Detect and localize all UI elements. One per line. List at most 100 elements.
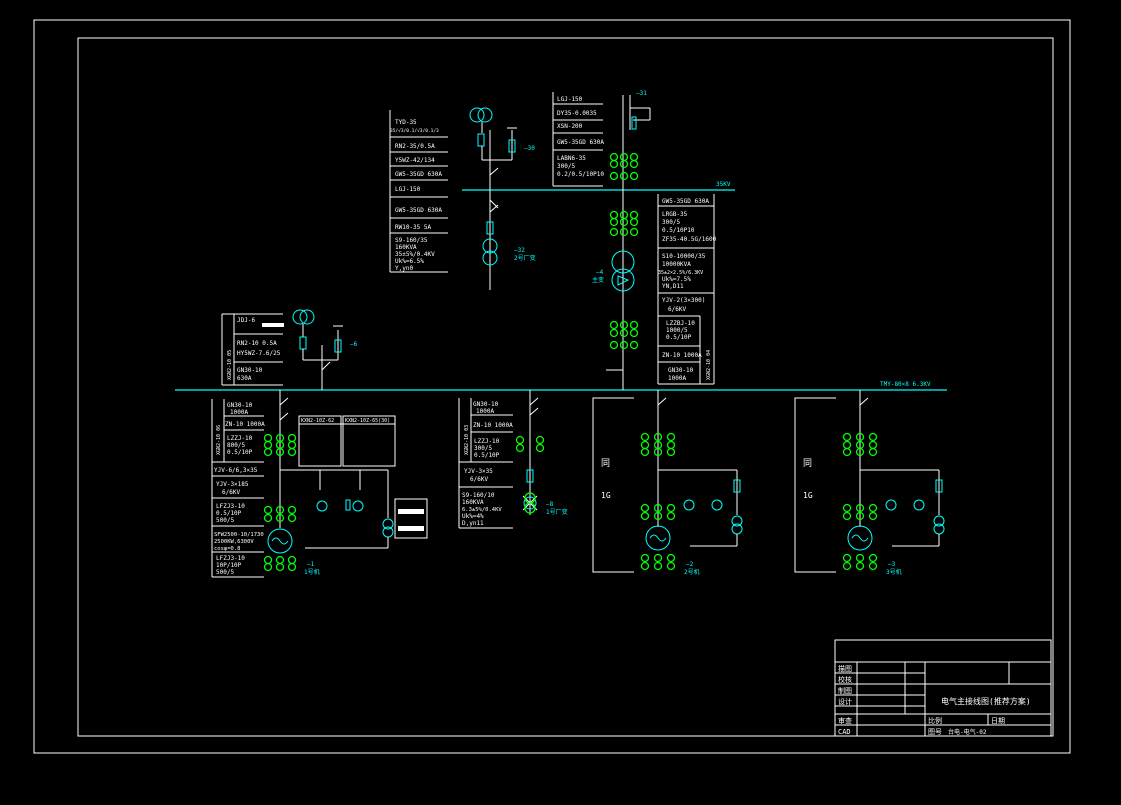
aux-tx-row: ZN-10 1000A xyxy=(473,422,513,429)
aux-tx-table: GN30-10 1000A ZN-10 1000A LZZJ-10 300/5 … xyxy=(458,398,513,529)
tag-31: —31 xyxy=(636,90,647,97)
tag-1: —1 xyxy=(307,561,315,568)
incoming-line xyxy=(622,95,651,190)
pt35-row: Y,yn0 xyxy=(395,265,413,272)
gen1-row: cosφ=0.8 xyxy=(214,546,241,552)
pt6-table: JDJ-6 RN2-10 0.5A HY5WZ-7.6/25 GN30-10 6… xyxy=(221,313,284,386)
incoming-row: LABN6-35 xyxy=(557,155,586,162)
gen2-sync-label: 同 xyxy=(601,458,610,469)
title-block: 描图 校核 制图 设计 审查 CAD 电气主接线图(推荐方案) 比例 日期 图号… xyxy=(834,639,1052,737)
gen1-cabinet: XGN2-10 06 xyxy=(216,425,222,455)
gen1-row: YJV-6/6,3×35 xyxy=(214,467,258,474)
pt6-branch xyxy=(292,309,343,390)
main-tx-row: ZF35-40.5G/1600 xyxy=(662,236,717,243)
gen2-branch xyxy=(592,390,743,573)
main-tx-row: 35±2×2.5%/6.3KV xyxy=(658,270,703,276)
gen3-branch xyxy=(794,390,945,573)
gen1-row: LFZJ3-10 xyxy=(216,503,245,510)
pt6-row: RN2-10 0.5A xyxy=(237,340,277,347)
scale-label: 比例 xyxy=(928,716,942,725)
aux1-ct-group xyxy=(515,435,545,514)
inner-frame xyxy=(77,37,1054,737)
main-tx-row: GN30-10 xyxy=(668,367,694,374)
pt35-row: Uk%=6.5% xyxy=(395,258,424,265)
incoming-row: 300/5 xyxy=(557,163,575,170)
pt35-branch xyxy=(469,107,517,290)
gen1-row: LZZJ-10 xyxy=(227,435,253,442)
gen1-row: 500/5 xyxy=(216,569,234,576)
main-tx-row: GW5-35GD 630A xyxy=(662,198,709,205)
gen3-sync-label: 同 xyxy=(803,458,812,469)
main-tx-row: Uk%=7.5% xyxy=(662,276,691,283)
pt6-cabinet: XGN2-10 05 xyxy=(227,350,233,380)
title-role: 设计 xyxy=(838,697,852,706)
drawing-no-label: 图号 xyxy=(928,728,942,736)
main-tx-row: 0.5/10P10 xyxy=(662,227,695,234)
aux-tx-row: LZZJ-10 xyxy=(474,438,500,445)
drawing-title: 电气主接线图(推荐方案) xyxy=(941,696,1031,706)
gen1-table: GN30-10 1000A ZN-10 1000A LZZJ-10 800/5 … xyxy=(211,399,265,578)
pt35-row: S9-160/35 xyxy=(395,237,428,244)
tag-8: —8 xyxy=(546,501,554,508)
gen1-row: 0.5/10P xyxy=(216,510,242,517)
main-tx-label: 主变 xyxy=(592,276,604,284)
gen1-row: GN30-10 xyxy=(227,402,253,409)
gen1-row: 10P/10P xyxy=(216,562,242,569)
main-tx-row: 300/5 xyxy=(662,219,680,226)
title-role: 制图 xyxy=(838,686,852,695)
aux-tx-row: 1000A xyxy=(476,408,494,415)
gen1-row: 1000A xyxy=(230,409,248,416)
aux-tx-row: S9-160/10 xyxy=(462,492,495,499)
pt6-row: HY5WZ-7.6/25 xyxy=(237,350,281,357)
gen2-1g-label: 1G xyxy=(601,491,611,500)
gen3-ct-group xyxy=(842,432,878,571)
aux-tx-row: 6/6KV xyxy=(470,476,488,483)
pt6-row: JDJ-6 xyxy=(237,317,255,324)
main-tx-cabinet: XGN2-10 04 xyxy=(706,350,712,380)
pt35-row: GW5-35GD 630A xyxy=(395,207,442,214)
main-tx-row: 1000/5 xyxy=(666,327,688,334)
pt35-row: 35±5%/0.4KV xyxy=(395,251,435,258)
tag-32: —32 xyxy=(514,247,525,254)
aux-tx-row: 0.5/10P xyxy=(474,452,500,459)
incoming-row: 0.2/0.5/10P10 xyxy=(557,171,604,178)
gen1-branch xyxy=(267,390,394,554)
pt35-row: GW5-35GD 630A xyxy=(395,171,442,178)
aux-tx-row: GN30-10 xyxy=(473,401,499,408)
gen1-row: SFW2500-10/1730 xyxy=(214,532,264,538)
main-tx-ct-group xyxy=(609,210,639,350)
gen1-ct-group xyxy=(263,433,297,572)
tag-6: —6 xyxy=(350,341,358,348)
gen3-label: 3号机 xyxy=(886,568,902,576)
pt35-row: 160KVA xyxy=(395,244,417,251)
main-tx-row: YJV-2(3×300) xyxy=(662,297,705,304)
bus-6kv-label: TMY-80×8 6.3KV xyxy=(880,381,931,388)
pt35-row: RW10-35 5A xyxy=(395,224,432,231)
gen1-row: 500/5 xyxy=(216,517,234,524)
gen1-row: LFZJ3-10 xyxy=(216,555,245,562)
main-tx-row: S10-10000/35 xyxy=(662,253,706,260)
gen1-label: 1号机 xyxy=(304,568,320,576)
aux-tx-row: Uk%=4% xyxy=(462,513,484,520)
aux-tx-row: 300/5 xyxy=(474,445,492,452)
aux-tx-row: D,yn11 xyxy=(462,520,484,527)
title-role: 审查 xyxy=(838,716,852,725)
pt35-row: TYD-35 xyxy=(395,119,417,126)
incoming-row: XSN-200 xyxy=(557,123,583,130)
excitation-cabinet-2: KXN2-10Z-65(30) xyxy=(345,418,390,424)
pt35-row: LGJ-150 xyxy=(395,186,421,193)
main-tx-row: ZN-10 1000A xyxy=(662,352,702,359)
gen1-row: YJV-3×185 xyxy=(216,481,249,488)
aux-tx-row: 160KVA xyxy=(462,499,484,506)
outer-frame xyxy=(33,19,1071,754)
title-role: 校核 xyxy=(838,675,852,684)
pt35-row: RN2-35/0.5A xyxy=(395,143,435,150)
main-tx-row: 1000A xyxy=(668,375,686,382)
main-tx-row: 10000KVA xyxy=(662,261,691,268)
pt35-row: Y5WZ-42/134 xyxy=(395,157,435,164)
excitation-cabinets: KXN2-10Z-62 KXN2-10Z-65(30) xyxy=(298,415,428,539)
incoming-table: LGJ-150 DY35-0.0035 XSN-200 GW5-35GD 630… xyxy=(552,92,604,187)
main-tx-row: 0.5/10P xyxy=(666,334,692,341)
pt6-row: 630A xyxy=(237,375,252,382)
